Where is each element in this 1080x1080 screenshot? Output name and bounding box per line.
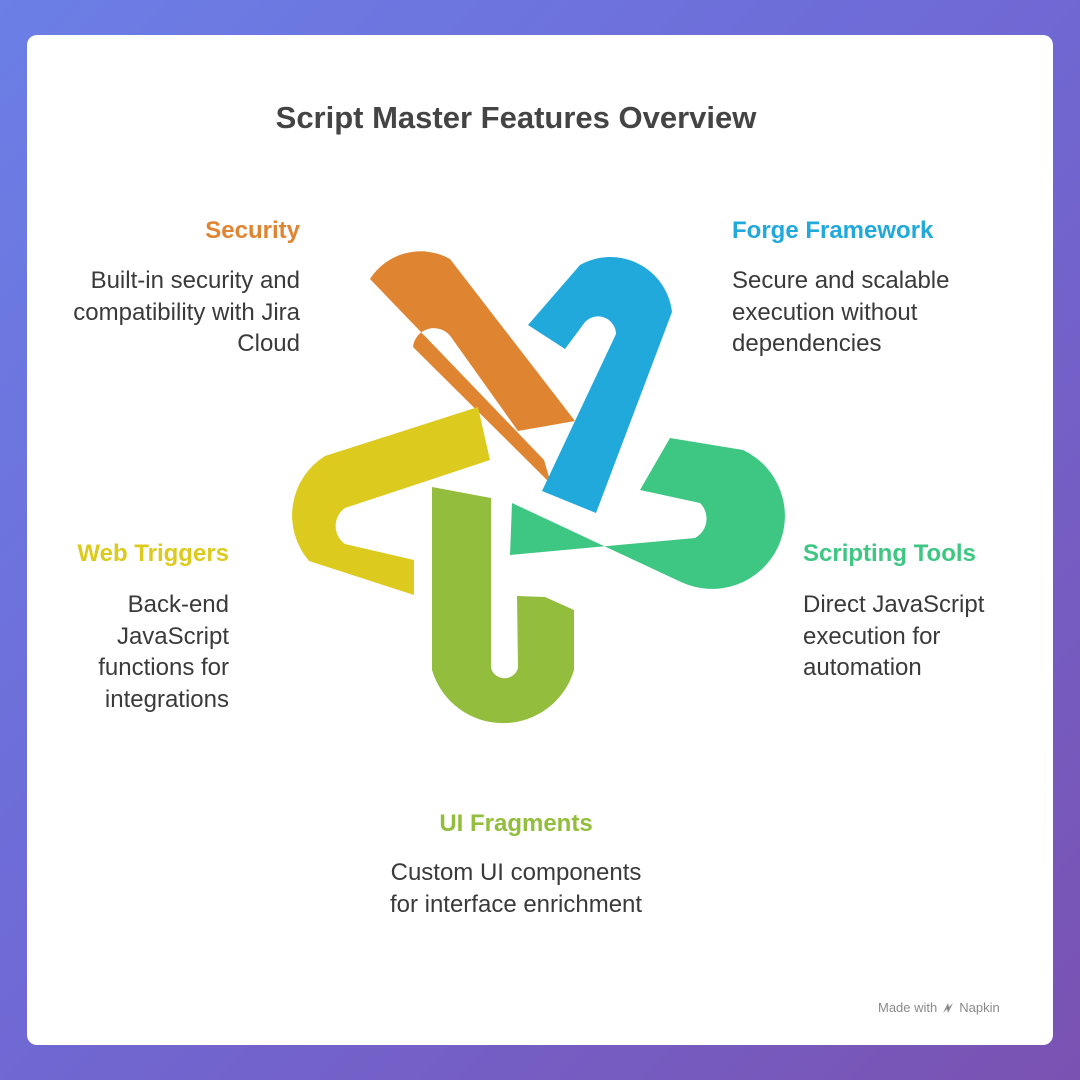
napkin-logo-icon [943, 1002, 954, 1013]
web-triggers-label: Web Triggers [77, 540, 229, 567]
page-title: Script Master Features Overview [275, 100, 757, 135]
loop-scripting-tools [510, 438, 785, 589]
web-triggers-description: Back-end JavaScript functions for integr… [98, 591, 229, 713]
ui-fragments-description: Custom UI components for interface enric… [389, 859, 643, 918]
loop-ui-fragments-shape [432, 487, 574, 724]
watermark-prefix: Made with [878, 1000, 938, 1015]
forge-framework-description: Secure and scalable execution without de… [732, 267, 950, 357]
loop-forge-framework [528, 257, 672, 513]
ui-fragments-label: UI Fragments [439, 810, 593, 837]
watermark: Made with Napkin [878, 1000, 1000, 1015]
loop-ui-fragments [432, 487, 574, 724]
loop-security [370, 251, 575, 484]
loop-forge-framework-shape [528, 257, 672, 513]
forge-framework-label: Forge Framework [732, 217, 934, 244]
loop-scripting-tools-shape [510, 438, 785, 589]
security-label: Security [205, 217, 300, 244]
loop-web-triggers-shape [292, 407, 490, 595]
scripting-tools-description: Direct JavaScript execution for automati… [803, 591, 985, 681]
loop-security-shape [370, 251, 575, 484]
security-description: Built-in security and compatibility with… [73, 267, 300, 357]
scripting-tools-label: Scripting Tools [803, 540, 976, 567]
watermark-brand: Napkin [959, 1000, 1000, 1015]
loop-web-triggers [292, 407, 490, 595]
